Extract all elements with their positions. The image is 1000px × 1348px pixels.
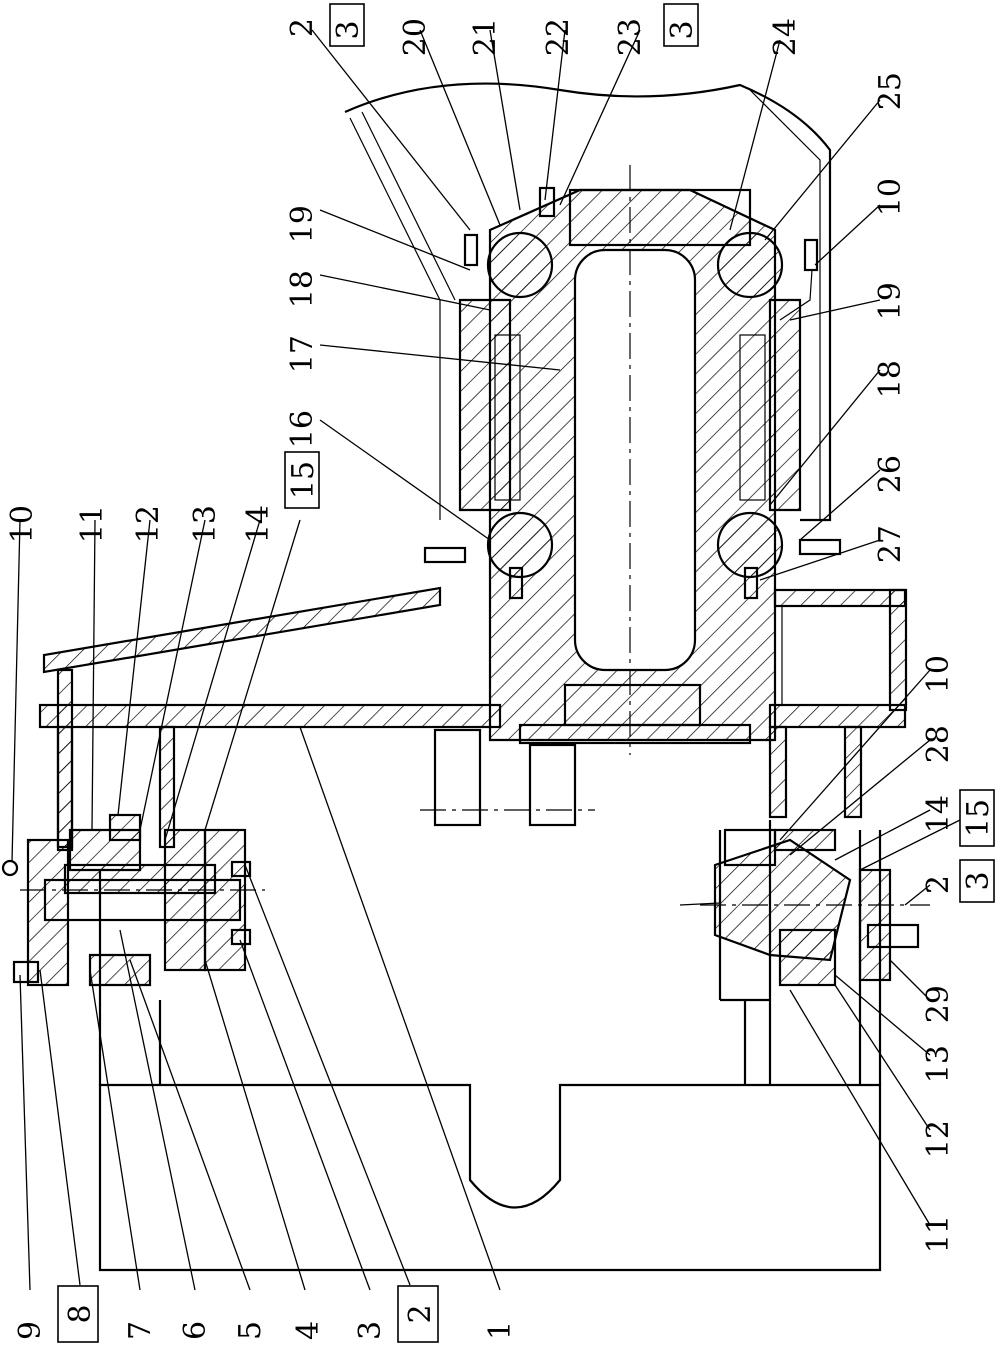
label-top-3: 3: [331, 20, 366, 39]
label-top-20: 20: [398, 18, 433, 56]
label-7: 7: [123, 1321, 158, 1340]
label-top-10: 10: [873, 178, 908, 216]
labels-bottom: 9 8 7 6 5 4 3 2 1: [13, 726, 518, 1343]
label-6: 6: [178, 1321, 213, 1340]
label-16: 16: [285, 410, 320, 448]
label-18b: 18: [873, 360, 908, 398]
labels-top: 2 3 20 21 22 23 3 24 25 10: [285, 3, 908, 266]
label-top-22: 22: [541, 18, 576, 56]
label-19a: 19: [285, 205, 320, 243]
label-9: 9: [13, 1321, 48, 1340]
label-4: 4: [291, 1321, 326, 1340]
label-3b: 3: [961, 871, 996, 890]
label-14b: 14: [921, 795, 956, 833]
label-top-3b: 3: [665, 20, 700, 39]
label-1: 1: [483, 1321, 518, 1340]
left-pivot-assembly: [1, 813, 265, 987]
label-2b: 2: [921, 875, 956, 894]
upper-shaft-assembly: [344, 82, 842, 827]
label-13a: 13: [188, 505, 223, 543]
label-27: 27: [873, 525, 908, 563]
label-13b: 13: [921, 1045, 956, 1083]
label-12b: 12: [921, 1120, 956, 1158]
label-17: 17: [285, 335, 320, 373]
label-26: 26: [873, 455, 908, 493]
labels-left-column: 19 18 17 16 10 11 12 13 14 15: [5, 205, 561, 863]
label-28: 28: [921, 725, 956, 763]
label-top-24: 24: [768, 18, 803, 56]
right-pivot-assembly: [679, 828, 930, 987]
label-15a: 15: [286, 461, 321, 499]
label-11a: 11: [75, 505, 110, 543]
label-15b: 15: [961, 799, 996, 837]
label-top-2: 2: [285, 18, 320, 37]
label-19b: 19: [873, 282, 908, 320]
label-18a: 18: [285, 270, 320, 308]
label-2: 2: [403, 1304, 438, 1323]
label-8: 8: [63, 1304, 98, 1323]
label-5: 5: [233, 1321, 268, 1340]
label-10a: 10: [5, 505, 40, 543]
label-3: 3: [353, 1321, 388, 1340]
label-11b: 11: [921, 1215, 956, 1253]
label-29: 29: [921, 985, 956, 1023]
labels-right-column: 19 18 26 27 10 28 14 15 2 3 29 13 12 11: [759, 282, 996, 1253]
label-top-25: 25: [873, 72, 908, 110]
label-top-21: 21: [468, 18, 503, 56]
